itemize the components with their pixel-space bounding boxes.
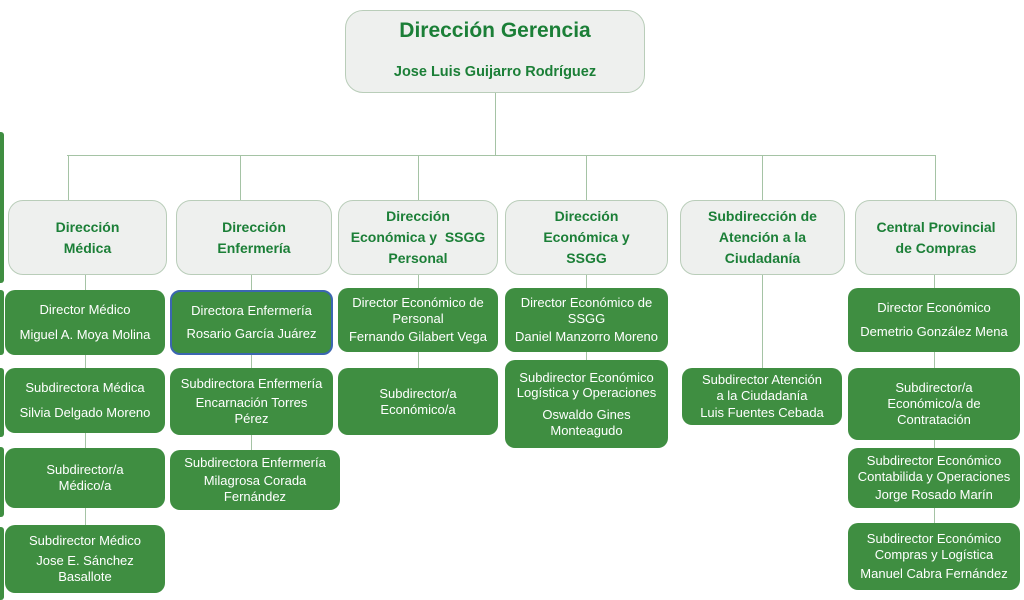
role-text: Subdirector/a Económico/a <box>379 385 457 417</box>
connector-line <box>418 275 419 288</box>
connector-line <box>67 155 936 156</box>
org-node-subdirectora-enfermeria-1[interactable]: Subdirectora Enfermería Encarnación Torr… <box>170 368 333 435</box>
dept-header-central-compras[interactable]: Central Provincial de Compras <box>855 200 1017 275</box>
connector-line <box>935 155 936 200</box>
dept-header-economica-ssgg-personal[interactable]: Dirección Económica y SSGG Personal <box>338 200 498 275</box>
role-text: Subdirectora Enfermería <box>184 455 326 471</box>
connector-line <box>85 355 86 368</box>
person-name: Jose E. Sánchez Basallote <box>36 553 134 584</box>
connector-line <box>85 433 86 448</box>
dept-header-label: Dirección Económica y SSGG Personal <box>350 208 486 266</box>
org-node-subdirectora-enfermeria-2[interactable]: Subdirectora Enfermería Milagrosa Corada… <box>170 450 340 510</box>
org-node-director-economico-compras[interactable]: Director Económico Demetrio González Men… <box>848 288 1020 352</box>
role-text: Director Económico de Personal <box>352 294 484 326</box>
connector-line <box>934 508 935 523</box>
role-text: Subdirectora Enfermería <box>180 375 323 391</box>
role-text: Subdirector/a Económico/a de Contratació… <box>887 380 981 427</box>
connector-line <box>762 155 763 200</box>
connector-line <box>251 275 252 290</box>
root-node-direccion-gerencia[interactable]: Dirección Gerencia Jose Luis Guijarro Ro… <box>345 10 645 93</box>
role-text: Subdirector Médico <box>29 533 141 549</box>
connector-line <box>586 352 587 360</box>
person-name: Milagrosa Corada Fernández <box>203 472 307 504</box>
person-name: Rosario García Juárez <box>186 326 317 342</box>
connector-line <box>418 155 419 200</box>
connector-line <box>586 155 587 200</box>
org-node-subdirector-economico-vacante[interactable]: Subdirector/a Económico/a <box>338 368 498 435</box>
person-name: Encarnación Torres Pérez <box>195 395 308 427</box>
connector-line <box>251 435 252 450</box>
org-node-subdirector-medico[interactable]: Subdirector Médico Jose E. Sánchez Basal… <box>5 525 165 593</box>
dept-header-label: Central Provincial de Compras <box>876 218 996 256</box>
role-text: Director Médico <box>39 302 131 318</box>
role-text: Subdirector/a Médico/a <box>46 462 124 493</box>
org-node-director-medico[interactable]: Director Médico Miguel A. Moya Molina <box>5 290 165 355</box>
connector-line <box>934 352 935 368</box>
org-node-subdirector-medico-vacante[interactable]: Subdirector/a Médico/a <box>5 448 165 508</box>
dept-header-label: Dirección Enfermería <box>217 218 291 256</box>
org-node-subdirector-compras-logistica[interactable]: Subdirector Económico Compras y Logístic… <box>848 523 1020 590</box>
clipped-node-edge <box>0 527 4 600</box>
role-text: Director Económico <box>877 300 991 316</box>
person-name: Daniel Manzorro Moreno <box>514 329 659 345</box>
org-node-directora-enfermeria[interactable]: Directora Enfermería Rosario García Juár… <box>170 290 333 355</box>
connector-line <box>68 155 69 200</box>
person-name: Luis Fuentes Cebada <box>700 404 824 420</box>
dept-header-label: Subdirección de Atención a la Ciudadanía <box>708 208 817 266</box>
connector-line <box>85 508 86 525</box>
person-name: Demetrio González Mena <box>860 324 1008 340</box>
connector-line <box>934 275 935 288</box>
role-text: Director Económico de SSGG <box>520 294 653 326</box>
org-node-subdirector-logistica-operaciones[interactable]: Subdirector Económico Logística y Operac… <box>505 360 668 448</box>
person-name: Oswaldo Gines Monteagudo <box>542 406 631 438</box>
role-text: Subdirector Económico Contabilida y Oper… <box>857 453 1011 485</box>
org-node-director-economico-ssgg[interactable]: Director Económico de SSGG Daniel Manzor… <box>505 288 668 352</box>
root-person-name: Jose Luis Guijarro Rodríguez <box>393 64 597 80</box>
root-title: Dirección Gerencia <box>399 19 591 42</box>
clipped-node-edge <box>0 368 4 437</box>
dept-header-label: Dirección Económica y SSGG <box>543 208 630 266</box>
connector-line <box>934 440 935 448</box>
dept-header-economica-ssgg[interactable]: Dirección Económica y SSGG <box>505 200 668 275</box>
dept-header-direccion-enfermeria[interactable]: Dirección Enfermería <box>176 200 332 275</box>
person-name: Jorge Rosado Marín <box>875 486 993 502</box>
role-text: Subdirectora Médica <box>25 380 145 396</box>
dept-header-label: Dirección Médica <box>55 218 120 256</box>
org-node-subdirector-atencion-ciudadania[interactable]: Subdirector Atención a la Ciudadanía Lui… <box>682 368 842 425</box>
role-text: Subdirector Económico Compras y Logístic… <box>866 530 1002 562</box>
org-node-subdirector-contratacion-vacante[interactable]: Subdirector/a Económico/a de Contratació… <box>848 368 1020 440</box>
org-node-director-economico-personal[interactable]: Director Económico de Personal Fernando … <box>338 288 498 352</box>
clipped-node-edge <box>0 290 4 355</box>
role-text: Directora Enfermería <box>191 303 312 319</box>
person-name: Manuel Cabra Fernández <box>860 566 1008 582</box>
connector-line <box>251 355 252 368</box>
dept-header-atencion-ciudadania[interactable]: Subdirección de Atención a la Ciudadanía <box>680 200 845 275</box>
org-node-subdirector-contabilidad-operaciones[interactable]: Subdirector Económico Contabilida y Oper… <box>848 448 1020 508</box>
org-node-subdirectora-medica[interactable]: Subdirectora Médica Silvia Delgado Moren… <box>5 368 165 433</box>
role-text: Subdirector Económico Logística y Operac… <box>516 369 657 401</box>
role-text: Subdirector Atención a la Ciudadanía <box>702 372 822 404</box>
person-name: Miguel A. Moya Molina <box>19 326 151 342</box>
connector-line <box>418 352 419 368</box>
connector-line <box>586 275 587 288</box>
connector-line <box>85 275 86 290</box>
person-name: Fernando Gilabert Vega <box>348 329 488 345</box>
connector-line <box>495 93 496 155</box>
clipped-node-edge <box>0 132 4 283</box>
dept-header-direccion-medica[interactable]: Dirección Médica <box>8 200 167 275</box>
person-name: Silvia Delgado Moreno <box>19 404 151 420</box>
connector-line <box>762 275 763 368</box>
clipped-node-edge <box>0 447 4 517</box>
connector-line <box>240 155 241 200</box>
